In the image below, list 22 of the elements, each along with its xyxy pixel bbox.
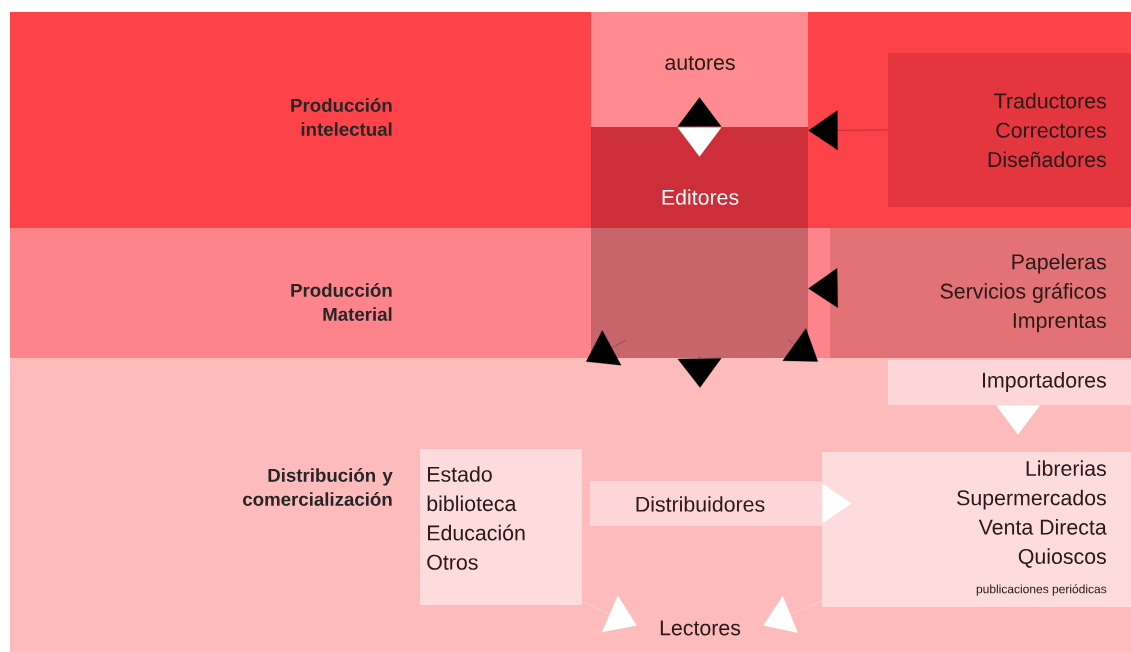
band-heading: Producción intelectual [291, 98, 392, 136]
arrow [586, 330, 626, 366]
arrow [677, 97, 722, 157]
arrow [567, 595, 637, 633]
arrow [808, 268, 838, 308]
band-heading: Distribución y comercialización [243, 468, 393, 506]
role-box: Papeleras Servicios gráficos Imprentas [830, 228, 1131, 358]
arrow [996, 402, 1040, 435]
role-box: Traductores Correctores Diseñadores [888, 53, 1131, 207]
arrow [763, 595, 837, 633]
role-box: Editores [591, 127, 808, 358]
role-box: Importadores [888, 360, 1131, 405]
band-heading: Producción Material [291, 283, 392, 321]
arrow [818, 483, 852, 524]
role-box: Estado biblioteca Educación Otros [420, 449, 582, 605]
role-box: autores [591, 12, 808, 127]
arrow [808, 110, 888, 151]
arrow [677, 356, 722, 388]
role-box: Distribuidores [590, 481, 822, 526]
role-box: Librerias Supermercados Venta Directa Quioscos publicaciones periódicas [822, 452, 1131, 607]
arrow [782, 328, 818, 362]
role-label: Lectores [660, 620, 741, 636]
